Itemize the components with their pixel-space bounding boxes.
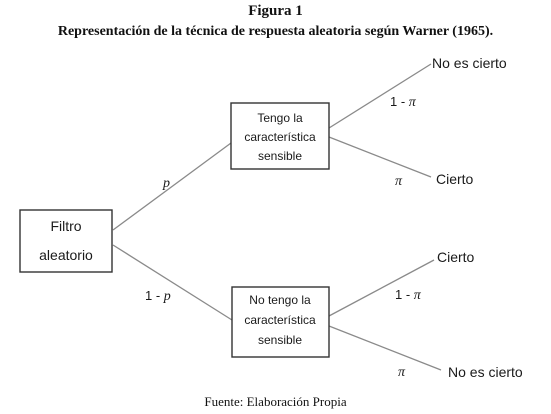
figure-subtitle: Representación de la técnica de respuest…: [57, 24, 494, 39]
edge-label-upper-1-minus-pi-prefix: 1 -: [390, 94, 409, 109]
edge-upper-bottom: [328, 136, 432, 178]
root-node-line1: Filtro: [50, 218, 81, 234]
edge-lower-top: [328, 259, 435, 317]
edge-label-1-minus-p-var: p: [163, 289, 171, 304]
lower-node-line3: sensible: [258, 333, 302, 347]
upper-node-line1: Tengo la: [257, 111, 303, 125]
leaf-upper-top: No es cierto: [432, 55, 507, 71]
root-node-box: [19, 209, 113, 273]
edge-label-upper-pi: π: [395, 174, 403, 189]
edge-root-upper: [112, 142, 232, 231]
leaf-lower-top: Cierto: [437, 249, 475, 265]
upper-node: Tengo la característica sensible: [230, 102, 330, 170]
edge-label-lower-1-minus-pi: 1 - π: [395, 287, 422, 303]
edge-label-lower-pi: π: [398, 365, 406, 380]
upper-node-line3: sensible: [258, 149, 302, 163]
leaf-lower-bottom: No es cierto: [448, 364, 523, 380]
edge-label-lower-1-minus-pi-prefix: 1 -: [395, 287, 414, 302]
upper-node-line2: característica: [244, 130, 316, 144]
root-node: Filtro aleatorio: [19, 209, 113, 273]
lower-node: No tengo la característica sensible: [231, 286, 330, 358]
edge-root-lower: [112, 244, 233, 321]
root-node-line2: aleatorio: [39, 247, 93, 263]
lower-node-line2: característica: [244, 313, 316, 327]
edge-lower-bottom: [328, 325, 442, 371]
connector-lines: [112, 63, 442, 371]
upper-node-box: [230, 102, 330, 170]
edge-label-upper-1-minus-pi: 1 - π: [390, 94, 417, 110]
edge-label-1-minus-p: 1 - p: [145, 288, 171, 304]
edge-upper-top: [328, 63, 432, 129]
lower-node-box: [231, 286, 330, 358]
leaf-upper-bottom: Cierto: [436, 171, 474, 187]
lower-node-line1: No tengo la: [249, 293, 311, 307]
figure-title: Figura 1: [248, 3, 303, 19]
edge-label-upper-1-minus-pi-var: π: [409, 95, 417, 110]
edge-label-1-minus-p-prefix: 1 -: [145, 288, 164, 303]
figure-source: Fuente: Elaboración Propia: [204, 394, 347, 409]
edge-label-p: p: [162, 176, 170, 191]
edge-label-lower-1-minus-pi-var: π: [414, 288, 422, 303]
